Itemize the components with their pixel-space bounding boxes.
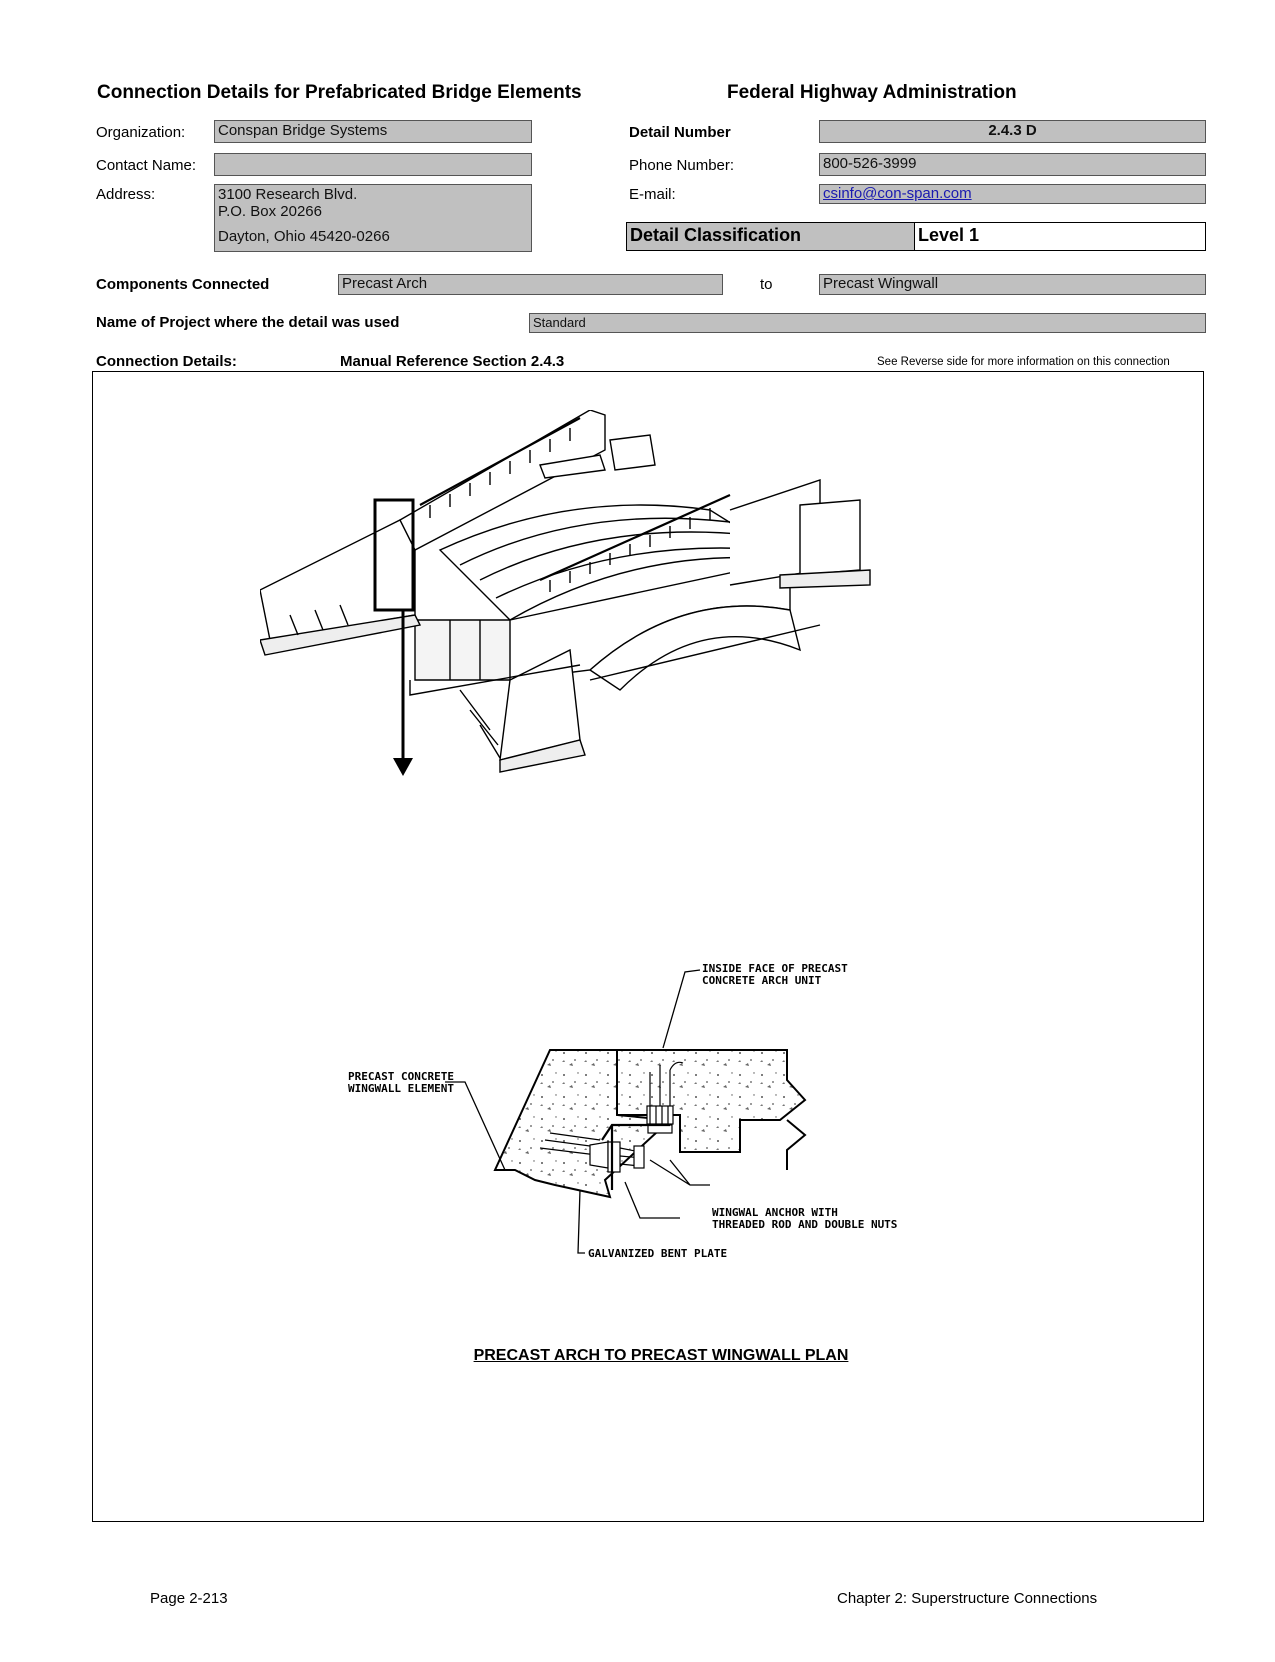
contact-name-field[interactable] <box>214 153 532 176</box>
address-line-3: Dayton, Ohio 45420-0266 <box>218 228 390 245</box>
detail-number-label: Detail Number <box>629 124 731 141</box>
plan-title: PRECAST ARCH TO PRECAST WINGWALL PLAN <box>473 1347 849 1364</box>
callout-anchor-line-1: WINGWAL ANCHOR WITH <box>712 1206 838 1219</box>
callout-anchor-line-2: THREADED ROD AND DOUBLE NUTS <box>712 1218 897 1231</box>
components-connected-label: Components Connected <box>96 276 270 293</box>
phone-field[interactable]: 800-526-3999 <box>819 153 1206 176</box>
address-label: Address: <box>96 186 156 203</box>
agency-name: Federal Highway Administration <box>727 82 1017 103</box>
email-label: E-mail: <box>629 186 676 203</box>
components-to-label: to <box>760 276 773 293</box>
chapter-title: Chapter 2: Superstructure Connections <box>837 1590 1098 1607</box>
organization-field[interactable]: Conspan Bridge Systems <box>214 120 532 143</box>
email-link[interactable]: csinfo@con-span.com <box>823 185 972 202</box>
connection-plan-drawing: INSIDE FACE OF PRECAST CONCRETE ARCH UNI… <box>348 962 897 1260</box>
address-line-1: 3100 Research Blvd. <box>218 186 358 203</box>
page-number: Page 2-213 <box>150 1590 228 1607</box>
manual-reference: Manual Reference Section 2.4.3 <box>340 353 565 370</box>
detail-classification-label: Detail Classification <box>626 222 915 251</box>
callout-wingwall-line-2: WINGWALL ELEMENT <box>348 1082 454 1095</box>
document-title: Connection Details for Prefabricated Bri… <box>97 82 582 103</box>
address-field[interactable]: 3100 Research Blvd. P.O. Box 20266 Dayto… <box>214 184 532 252</box>
connection-drawing-frame <box>92 371 1204 1522</box>
organization-label: Organization: <box>96 124 186 141</box>
project-name-field[interactable]: Standard <box>529 313 1206 333</box>
connection-details-label: Connection Details: <box>96 353 237 370</box>
callout-bent-plate: GALVANIZED BENT PLATE <box>588 1247 727 1260</box>
email-field[interactable]: csinfo@con-span.com <box>819 184 1206 204</box>
phone-label: Phone Number: <box>629 157 735 174</box>
component-from-field[interactable]: Precast Arch <box>338 274 723 295</box>
detail-number-field[interactable]: 2.4.3 D <box>819 120 1206 143</box>
detail-classification-value[interactable]: Level 1 <box>914 222 1206 251</box>
callout-wingwall-line-1: PRECAST CONCRETE <box>348 1070 454 1083</box>
project-name-label: Name of Project where the detail was use… <box>96 314 400 331</box>
callout-inside-face-line-1: INSIDE FACE OF PRECAST <box>702 962 848 975</box>
callout-inside-face-line-2: CONCRETE ARCH UNIT <box>702 974 822 987</box>
contact-name-label: Contact Name: <box>96 157 197 174</box>
address-line-2: P.O. Box 20266 <box>218 203 322 220</box>
bridge-isometric-illustration <box>260 410 871 776</box>
component-to-field[interactable]: Precast Wingwall <box>819 274 1206 295</box>
reverse-side-note: See Reverse side for more information on… <box>877 356 1170 368</box>
